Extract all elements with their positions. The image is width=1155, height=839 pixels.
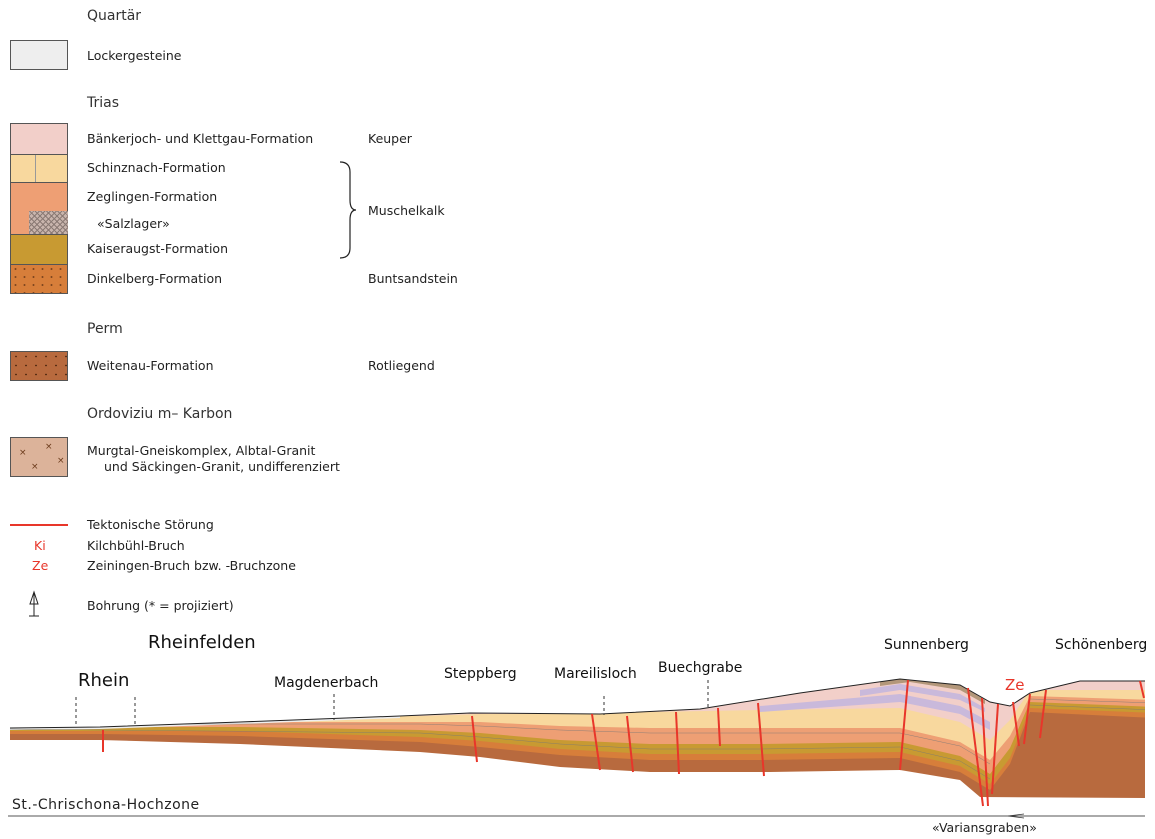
dinkelberg-label: Dinkelberg-Formation [87, 271, 223, 286]
borehole-markers [75, 680, 709, 726]
perm-heading: Perm [87, 321, 123, 337]
murgtal-label-line1: Murgtal-Gneiskomplex, Albtal-Granit [87, 443, 316, 458]
ze-label: Zeiningen-Bruch bzw. -Bruchzone [87, 558, 296, 573]
place-mareilisloch: Mareilisloch [554, 666, 637, 682]
ordovizium-heading: Ordoviziu m– Karbon [87, 406, 233, 422]
fault-label-ze: Ze [1005, 676, 1025, 694]
baenkerjoch-swatch [10, 123, 68, 154]
tektonische-stoerung-label: Tektonische Störung [87, 517, 214, 532]
place-sunnenberg: Sunnenberg [884, 637, 969, 653]
lockergesteine-label: Lockergesteine [87, 48, 182, 63]
fault-line-symbol [10, 524, 68, 526]
salzlager-label: «Salzlager» [97, 216, 170, 231]
place-magdenerbach: Magdenerbach [274, 675, 379, 691]
place-rhein: Rhein [78, 670, 130, 691]
baenkerjoch-label: Bänkerjoch- und Klettgau-Formation [87, 131, 314, 146]
schinznach-label: Schinznach-Formation [87, 160, 226, 175]
weitenau-label: Weitenau-Formation [87, 358, 214, 373]
ze-abbr: Ze [32, 558, 49, 573]
salzlager-swatch [29, 211, 68, 234]
variansgraben-label: «Variansgraben» [932, 820, 1037, 835]
murgtal-label-line2: und Säckingen-Granit, undifferenziert [104, 459, 340, 474]
kaiseraugst-swatch [10, 234, 68, 264]
zeglingen-swatch [10, 182, 68, 234]
bohrung-label: Bohrung (* = projiziert) [87, 598, 234, 613]
ki-label: Kilchbühl-Bruch [87, 538, 185, 553]
buntsandstein-label: Buntsandstein [368, 271, 458, 286]
ki-abbr: Ki [34, 538, 46, 553]
chrischona-label: St.-Chrischona-Hochzone [12, 797, 200, 813]
trias-heading: Trias [87, 95, 120, 111]
dinkelberg-swatch [10, 264, 68, 294]
rotliegend-label: Rotliegend [368, 358, 435, 373]
place-buechgrabe: Buechgrabe [658, 660, 743, 676]
kaiseraugst-label: Kaiseraugst-Formation [87, 241, 228, 256]
muschelkalk-label: Muschelkalk [368, 203, 445, 218]
fault-lines [102, 679, 1145, 807]
schinznach-swatch [10, 154, 68, 183]
quartaer-heading: Quartär [87, 8, 142, 24]
murgtal-swatch: × × × × [10, 437, 68, 477]
place-steppberg: Steppberg [444, 666, 517, 682]
lockergesteine-swatch [10, 40, 68, 70]
place-rheinfelden: Rheinfelden [148, 632, 256, 653]
zeglingen-label: Zeglingen-Formation [87, 189, 218, 204]
place-schoenenberg: Schönenberg [1055, 637, 1148, 653]
keuper-label: Keuper [368, 131, 412, 146]
weitenau-swatch [10, 351, 68, 381]
